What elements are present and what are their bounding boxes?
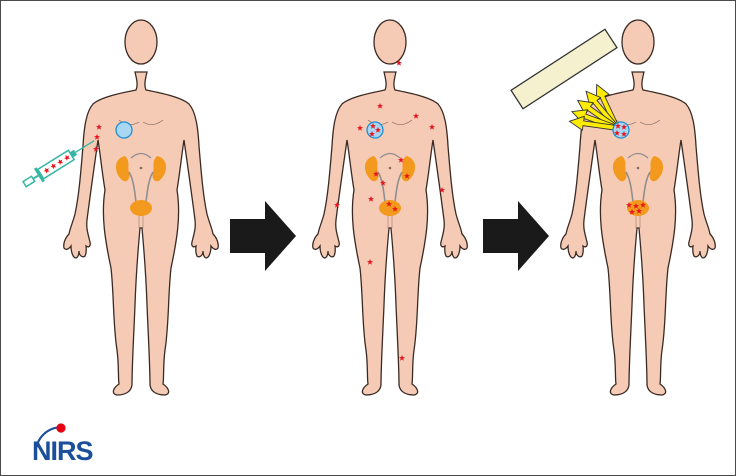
human-body [561, 20, 716, 395]
logo-text: NIRS [32, 436, 93, 466]
panel-injection [20, 20, 218, 395]
tumor [367, 122, 383, 138]
right-arrow-icon [483, 201, 549, 271]
logo-dot [56, 423, 65, 432]
tumor [116, 122, 132, 138]
panel-distribution [313, 20, 468, 395]
nirs-logo: NIRS [32, 423, 93, 466]
human-body [64, 20, 219, 395]
tumor [613, 122, 629, 138]
right-arrow-icon [230, 201, 296, 271]
human-body [313, 20, 468, 395]
panel-imaging [511, 20, 715, 395]
